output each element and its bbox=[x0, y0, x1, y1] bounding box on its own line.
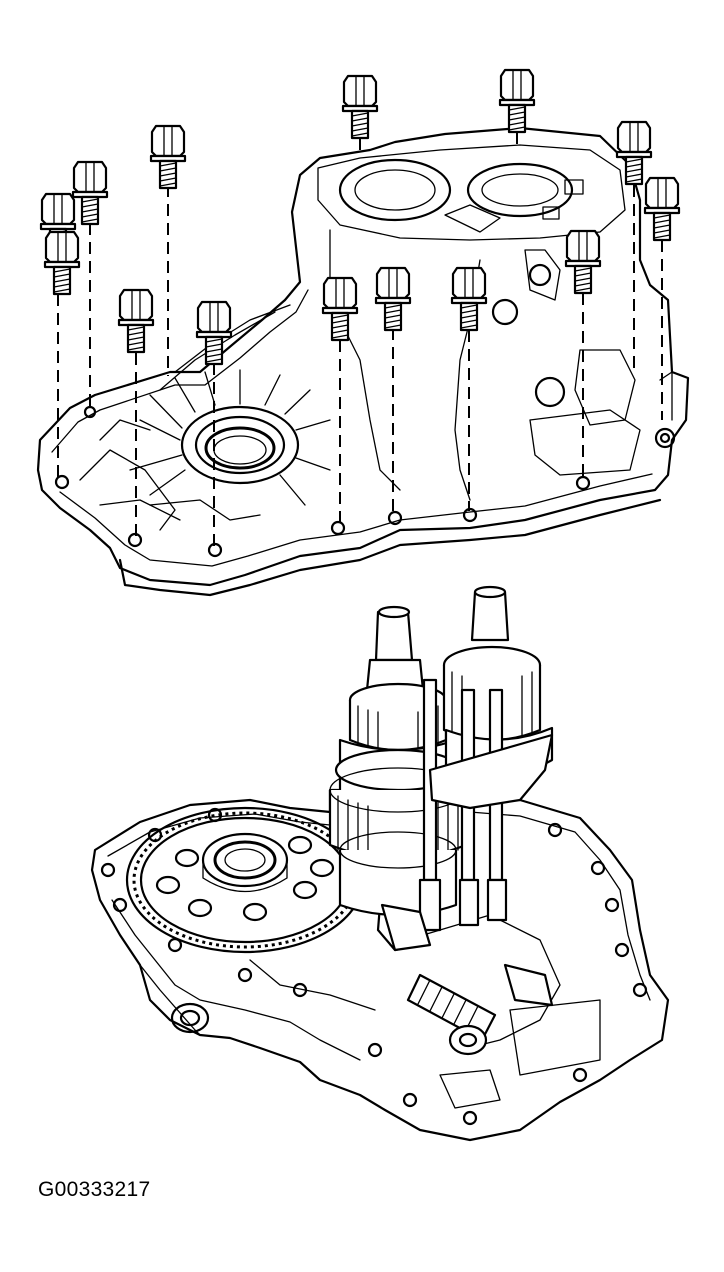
transaxle-case bbox=[90, 788, 670, 1142]
bolt-alignment-lines bbox=[57, 132, 663, 546]
gear-cluster bbox=[328, 585, 554, 952]
figure-id-label: G00333217 bbox=[38, 1178, 151, 1201]
